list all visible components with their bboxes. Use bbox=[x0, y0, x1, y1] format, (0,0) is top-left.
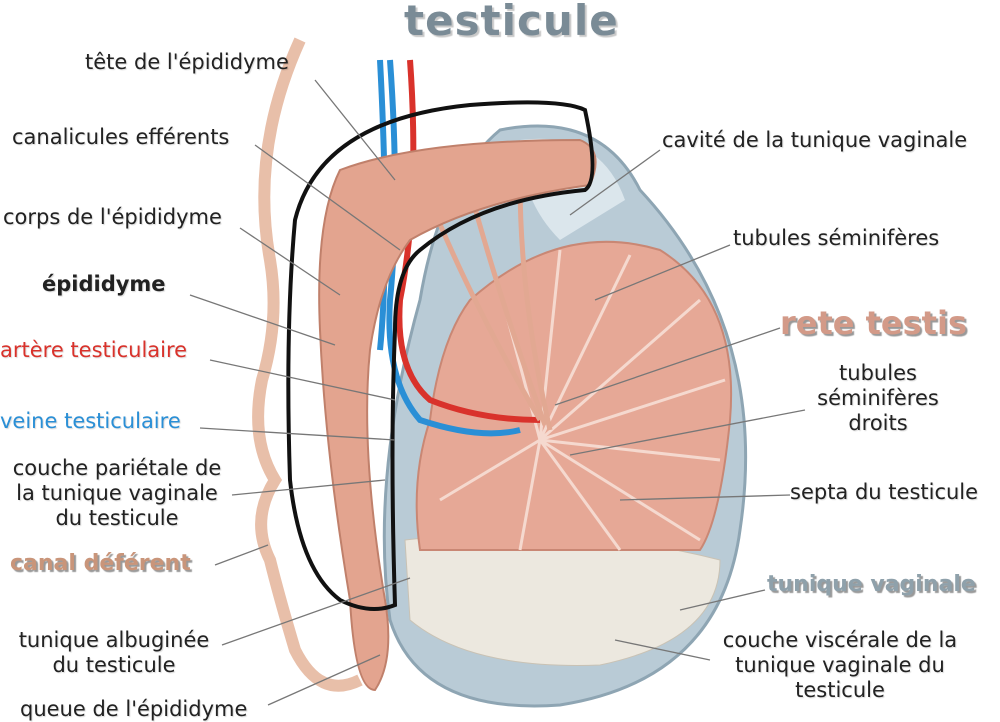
label-line: tunique albuginée bbox=[18, 628, 210, 652]
page-title: testicule bbox=[404, 0, 619, 45]
label-canal-deferent: canal déférent bbox=[10, 551, 191, 576]
label-line: droits bbox=[848, 411, 908, 435]
label-line: tubules bbox=[839, 361, 917, 385]
label-tubules-droits: tubules séminifères droits bbox=[800, 361, 956, 436]
label-line: du testicule bbox=[52, 653, 176, 677]
label-line: couche pariétale de bbox=[12, 456, 222, 480]
label-cavite-tunique-vaginale: cavité de la tunique vaginale bbox=[662, 128, 968, 152]
label-couche-viscerale: couche viscérale de la tunique vaginale … bbox=[705, 628, 975, 703]
label-corps-epididyme: corps de l'épididyme bbox=[3, 205, 222, 229]
label-tete-epididyme: tête de l'épididyme bbox=[85, 50, 289, 74]
label-tunique-albuginee: tunique albuginée du testicule bbox=[3, 628, 225, 678]
label-veine-testiculaire: veine testiculaire bbox=[0, 409, 181, 433]
label-epididyme: épididyme bbox=[42, 272, 166, 296]
label-line: couche viscérale de la bbox=[722, 628, 958, 652]
label-line: la tunique vaginale bbox=[16, 481, 218, 505]
epididymis-outline bbox=[286, 100, 595, 611]
label-artere-testiculaire: artère testiculaire bbox=[0, 338, 188, 362]
label-canalicules-efferents: canalicules efférents bbox=[12, 125, 230, 149]
label-septa-testicule: septa du testicule bbox=[790, 480, 979, 504]
testis-tissue bbox=[415, 240, 733, 551]
label-line: séminifères bbox=[817, 386, 939, 410]
vas-deferens bbox=[252, 37, 363, 692]
label-line: testicule bbox=[795, 678, 885, 702]
leader-lines bbox=[189, 79, 806, 706]
label-rete-testis: rete testis bbox=[780, 304, 967, 342]
label-couche-parietale: couche pariétale de la tunique vaginale … bbox=[0, 456, 234, 531]
label-tubules-seminiferes: tubules séminifères bbox=[733, 226, 940, 250]
label-queue-epididyme: queue de l'épididyme bbox=[20, 697, 248, 721]
label-line: du testicule bbox=[55, 506, 179, 530]
label-tunique-vaginale: tunique vaginale bbox=[767, 572, 976, 597]
label-line: tunique vaginale du bbox=[735, 653, 945, 677]
